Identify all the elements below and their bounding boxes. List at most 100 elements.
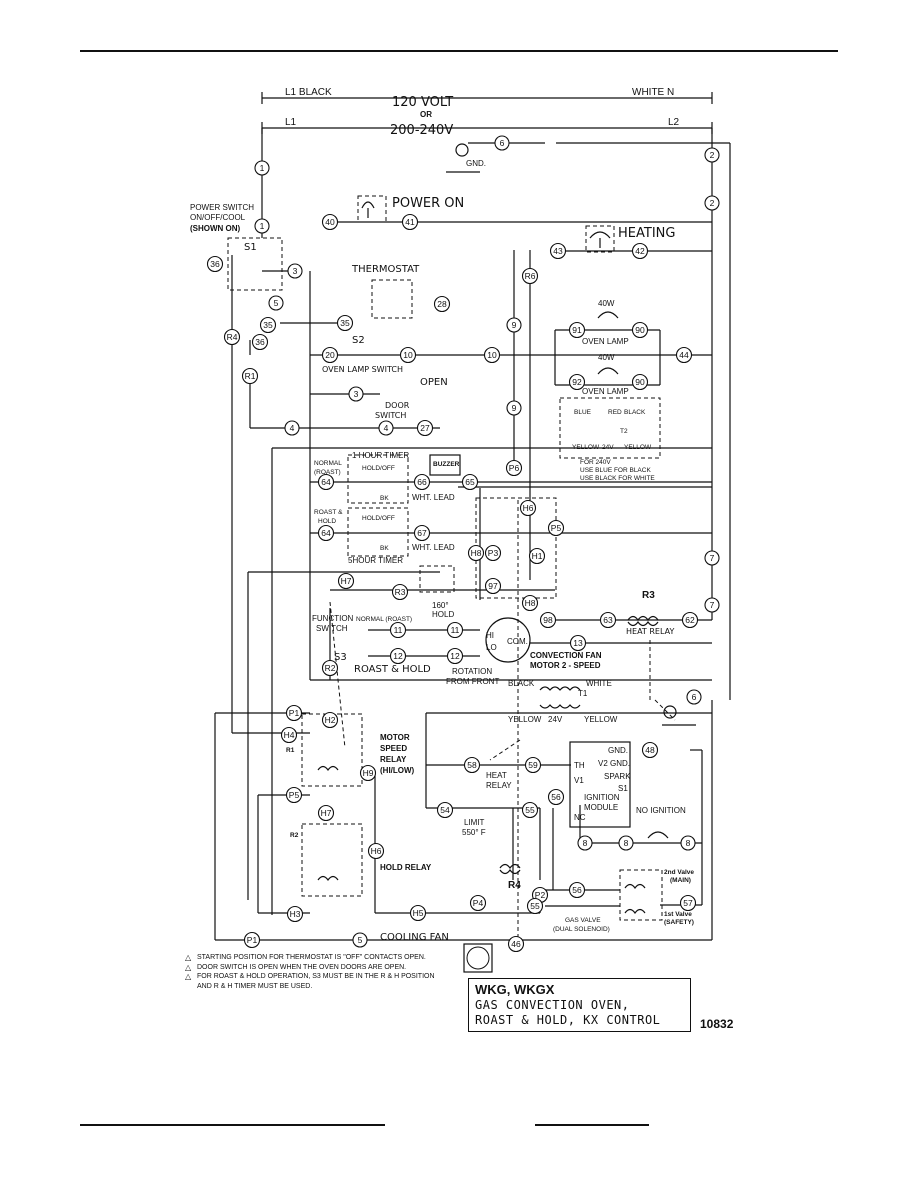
wire-number-node: 13 [569,634,587,652]
wire-number-node: 56 [568,881,586,899]
svg-text:98: 98 [543,615,553,625]
component-labels: GND. POWER SWITCH ON/OFF/COOL (SHOWN ON)… [190,159,694,943]
svg-text:42: 42 [635,246,645,256]
wire-number-node: 7 [704,550,720,566]
document-number: 10832 [700,1017,734,1031]
wire-number-node: 40 [321,213,339,231]
wire-number-node: 11 [389,621,407,639]
svg-text:48: 48 [645,745,655,755]
rotation-2: FROM FRONT [446,677,499,686]
wire-number-node: 27 [416,419,434,437]
r2-label: R2 [290,832,299,839]
xfmr-note-1: FOR 240V [580,459,611,466]
wire-number-node: R3 [391,583,409,601]
svg-text:13: 13 [573,638,583,648]
wire-number-node: 97 [484,577,502,595]
svg-text:H5: H5 [413,908,424,918]
xfmr-t2: T2 [620,428,628,435]
wire-number-node: 46 [507,935,525,953]
title-line-1: GAS CONVECTION OVEN, [475,998,630,1012]
roast-and-hold-label: ROAST & HOLD [354,664,431,675]
wire-number-node: H6 [367,842,385,860]
svg-text:1: 1 [260,163,265,173]
t1-yellow-r: YELLOW [584,715,618,724]
svg-text:R6: R6 [525,271,536,281]
l1-label: L1 [285,117,297,128]
svg-text:64: 64 [321,528,331,538]
wire-number-node: H2 [321,711,339,729]
buzzer-label: BUZZER [433,461,460,468]
svg-text:R4: R4 [227,332,238,342]
svg-text:H3: H3 [290,909,301,919]
wire-number-node: 57 [679,894,697,912]
one-hour-timer-label: 1 HOUR TIMER [352,451,409,460]
svg-text:7: 7 [710,600,715,610]
limit-temp: 550° F [462,828,486,837]
valve-1st-1: 1st Valve [664,911,692,918]
no-ignition: NO IGNITION [636,806,686,815]
oven-lamp-2: OVEN LAMP [582,387,629,396]
power-switch-modes: ON/OFF/COOL [190,213,246,222]
svg-text:H9: H9 [363,768,374,778]
bk-2: BK [380,545,389,552]
wire-number-node: 20 [321,346,339,364]
wire-number-node: 9 [506,317,522,333]
hold-relay-label: HOLD RELAY [380,863,432,872]
svg-text:7: 7 [710,553,715,563]
wire-number-node: 2 [704,147,720,163]
motor-relay-2: SPEED [380,744,407,753]
svg-text:8: 8 [583,838,588,848]
s3-label: S3 [334,652,347,663]
svg-text:8: 8 [686,838,691,848]
wire-number-node: 28 [433,295,451,313]
t1-yellow-l: YELLOW [508,715,542,724]
wire-number-node: P1 [285,704,303,722]
limit-label: LIMIT [464,818,485,827]
warning-triangle-icon: △ [185,953,192,962]
t1-24v: 24V [548,715,563,724]
wire-number-node: 36 [206,255,224,273]
thermostat-label: THERMOSTAT [351,264,420,275]
svg-text:43: 43 [553,246,563,256]
wire-number-node: 42 [631,242,649,260]
conv-fan-1: CONVECTION FAN [530,651,602,660]
svg-text:10: 10 [403,350,413,360]
svg-text:64: 64 [321,477,331,487]
wire-number-node: 1 [254,218,270,234]
xfmr-note-3: USE BLACK FOR WHITE [580,475,655,482]
wht-lead-1: WHT. LEAD [412,493,455,502]
wire-number-node: 56 [547,788,565,806]
wire-number-node: 48 [641,741,659,759]
note-3: △DOOR SWITCH IS OPEN WHEN THE OVEN DOORS… [185,963,445,973]
note-4: △FOR ROAST & HOLD OPERATION, S3 MUST BE … [185,972,445,991]
l2-label: L2 [668,117,680,128]
xfmr-black: BLACK [624,409,646,416]
svg-text:H7: H7 [341,576,352,586]
model-name: WKG, WKGX [475,982,555,997]
svg-text:62: 62 [685,615,695,625]
svg-text:P3: P3 [488,548,499,558]
title-line-2: ROAST & HOLD, KX CONTROL [475,1013,661,1027]
heat-relay-2a: HEAT [486,771,507,780]
valve-2nd-1: 2nd Valve [664,869,694,876]
voltage-120-label: 120 VOLT [392,95,453,110]
ignition-1: IGNITION [584,793,620,802]
svg-text:H8: H8 [525,598,536,608]
svg-text:11: 11 [394,625,403,635]
normal-roast-pos: NORMAL (ROAST) [356,616,412,623]
wire-number-node: 65 [461,473,479,491]
wire-number-node: 35 [336,314,354,332]
wire-number-node: 55 [521,801,539,819]
v2-gnd: V2 GND. [598,759,630,768]
xfmr-blue: BLUE [574,409,592,416]
wire-number-node: 6 [494,135,510,151]
svg-text:9: 9 [512,403,517,413]
wire-number-node: 35 [259,316,277,334]
wire-number-node: 3 [348,386,364,402]
note-4-text: FOR ROAST & HOLD OPERATION, S3 MUST BE I… [197,973,435,990]
svg-text:10: 10 [487,350,497,360]
r4-label: R4 [508,880,521,891]
s1-ref: S1 [244,242,257,253]
svg-text:46: 46 [511,939,521,949]
